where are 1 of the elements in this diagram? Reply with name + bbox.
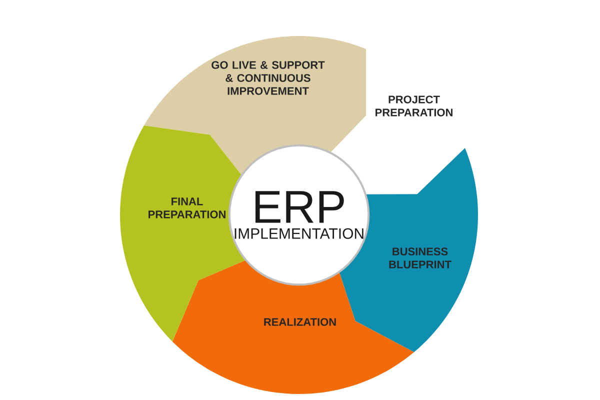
- node-label: PROJECT PREPARATION: [376, 96, 452, 116]
